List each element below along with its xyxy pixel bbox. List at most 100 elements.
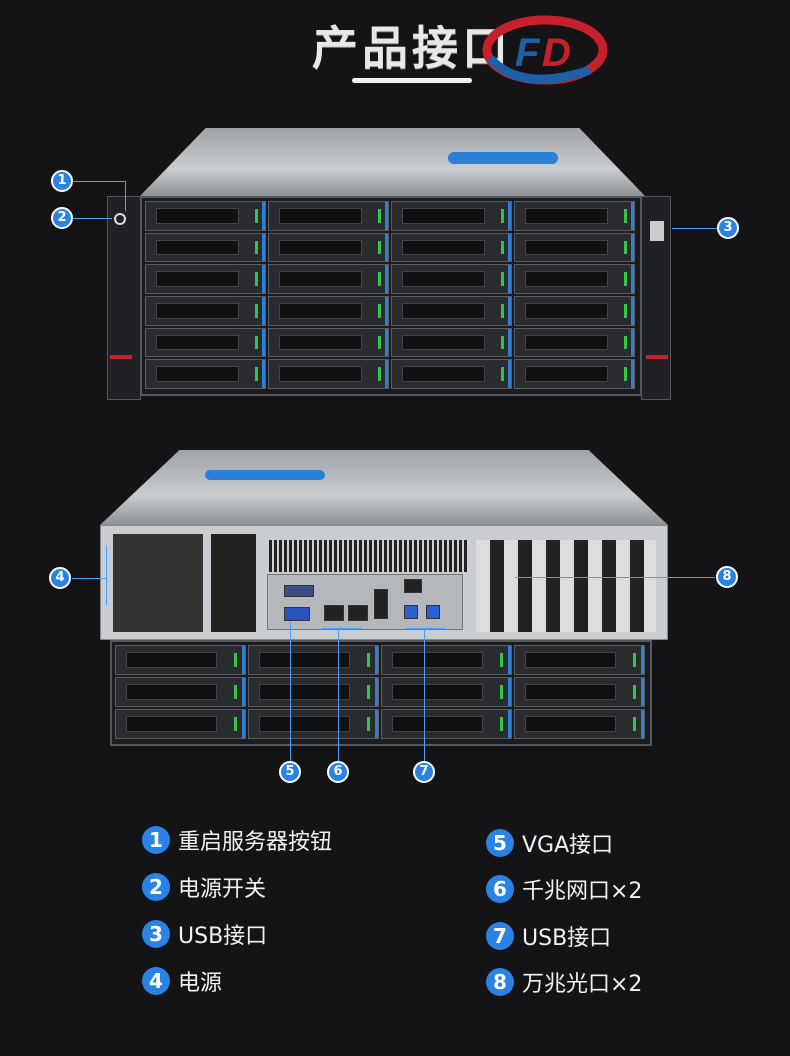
drive-bay[interactable] — [268, 264, 389, 294]
drive-tray — [525, 652, 616, 668]
callout-1: 1 — [51, 170, 73, 192]
drive-bay[interactable] — [145, 264, 266, 294]
drive-bay[interactable] — [514, 709, 645, 739]
drive-bay[interactable] — [145, 359, 266, 389]
drive-bay[interactable] — [391, 264, 512, 294]
drive-led — [623, 272, 627, 287]
drive-tray — [278, 303, 362, 319]
rear-small-drives — [211, 534, 256, 632]
drive-latch — [631, 328, 634, 357]
legend-number: 7 — [486, 922, 514, 950]
drive-latch — [385, 202, 388, 230]
drive-latch — [508, 360, 511, 388]
callout-8: 8 — [716, 566, 738, 588]
drive-led — [500, 303, 504, 318]
legend-label: 电源开关 — [178, 877, 267, 902]
drive-bay[interactable] — [381, 709, 512, 739]
red-strip — [110, 355, 132, 359]
drive-led — [500, 208, 504, 223]
callout-line-4 — [106, 545, 107, 605]
drive-led — [500, 272, 504, 287]
drive-bay[interactable] — [268, 296, 389, 326]
mgmt-port — [404, 579, 422, 593]
drive-led — [254, 335, 258, 350]
drive-bay[interactable] — [268, 359, 389, 389]
drive-bay[interactable] — [381, 677, 512, 707]
drive-led — [500, 717, 504, 731]
drive-latch — [262, 297, 265, 325]
drive-led — [633, 653, 637, 667]
drive-bay[interactable] — [391, 359, 512, 389]
callout-4: 4 — [49, 567, 71, 589]
drive-bay[interactable] — [514, 296, 635, 326]
pcie-slots — [476, 540, 656, 632]
drive-bay[interactable] — [268, 232, 389, 263]
drive-latch — [631, 297, 634, 325]
drive-led — [254, 240, 258, 255]
drive-bay[interactable] — [268, 201, 389, 231]
legend-label: 万兆光口×2 — [522, 972, 643, 997]
drive-bay[interactable] — [514, 327, 635, 358]
drive-bay[interactable] — [115, 709, 246, 739]
drive-latch — [631, 202, 634, 230]
drive-bay[interactable] — [248, 677, 379, 707]
drive-tray — [524, 208, 608, 224]
drive-latch — [508, 202, 511, 230]
drive-bay[interactable] — [391, 232, 512, 263]
io-shield — [267, 574, 463, 630]
drive-bay[interactable] — [514, 201, 635, 231]
drive-bay[interactable] — [514, 232, 635, 263]
drive-tray — [525, 716, 616, 732]
drive-bay[interactable] — [391, 327, 512, 358]
svg-text:F: F — [515, 31, 541, 75]
drive-tray — [401, 208, 485, 224]
rear-io-panel — [100, 525, 668, 640]
drive-bay[interactable] — [145, 327, 266, 358]
drive-tray — [524, 239, 608, 256]
drive-bay[interactable] — [115, 645, 246, 675]
drive-latch — [262, 233, 265, 262]
drive-tray — [278, 271, 362, 287]
drive-latch — [242, 710, 245, 738]
drive-tray — [126, 684, 217, 700]
legend-label: 千兆网口×2 — [522, 879, 643, 904]
drive-latch — [262, 360, 265, 388]
drive-bay[interactable] — [248, 709, 379, 739]
drive-bay[interactable] — [115, 677, 246, 707]
server-top-lid — [100, 450, 668, 525]
drive-tray — [155, 239, 239, 256]
gigabit-lan-port — [324, 605, 344, 621]
drive-latch — [375, 646, 378, 674]
drive-bay[interactable] — [145, 232, 266, 263]
callout-line-2 — [72, 218, 112, 219]
drive-latch — [242, 678, 245, 706]
callout-line-6 — [338, 628, 339, 762]
legend-label: 电源 — [178, 971, 223, 996]
drive-latch — [508, 678, 511, 706]
top-label-sticker — [448, 152, 558, 164]
drive-bay[interactable] — [268, 327, 389, 358]
drive-bay[interactable] — [145, 201, 266, 231]
drive-tray — [392, 652, 483, 668]
drive-led — [254, 303, 258, 318]
drive-bay[interactable] — [514, 645, 645, 675]
drive-led — [377, 208, 381, 223]
drive-bay[interactable] — [381, 645, 512, 675]
drive-led — [367, 685, 371, 699]
reset-button-icon[interactable] — [114, 213, 126, 225]
usb-ports — [374, 589, 388, 619]
callout-7: 7 — [413, 761, 435, 783]
drive-bay[interactable] — [514, 264, 635, 294]
drive-led — [623, 335, 627, 350]
drive-bay[interactable] — [248, 645, 379, 675]
drive-bay[interactable] — [145, 296, 266, 326]
drive-bay[interactable] — [514, 359, 635, 389]
drive-bay[interactable] — [514, 677, 645, 707]
callout-line-7 — [424, 628, 425, 762]
drive-bay[interactable] — [391, 296, 512, 326]
drive-tray — [401, 334, 485, 351]
page-title: 产品接口 — [312, 21, 512, 75]
drive-bay[interactable] — [391, 201, 512, 231]
callout-line-5 — [290, 622, 291, 762]
